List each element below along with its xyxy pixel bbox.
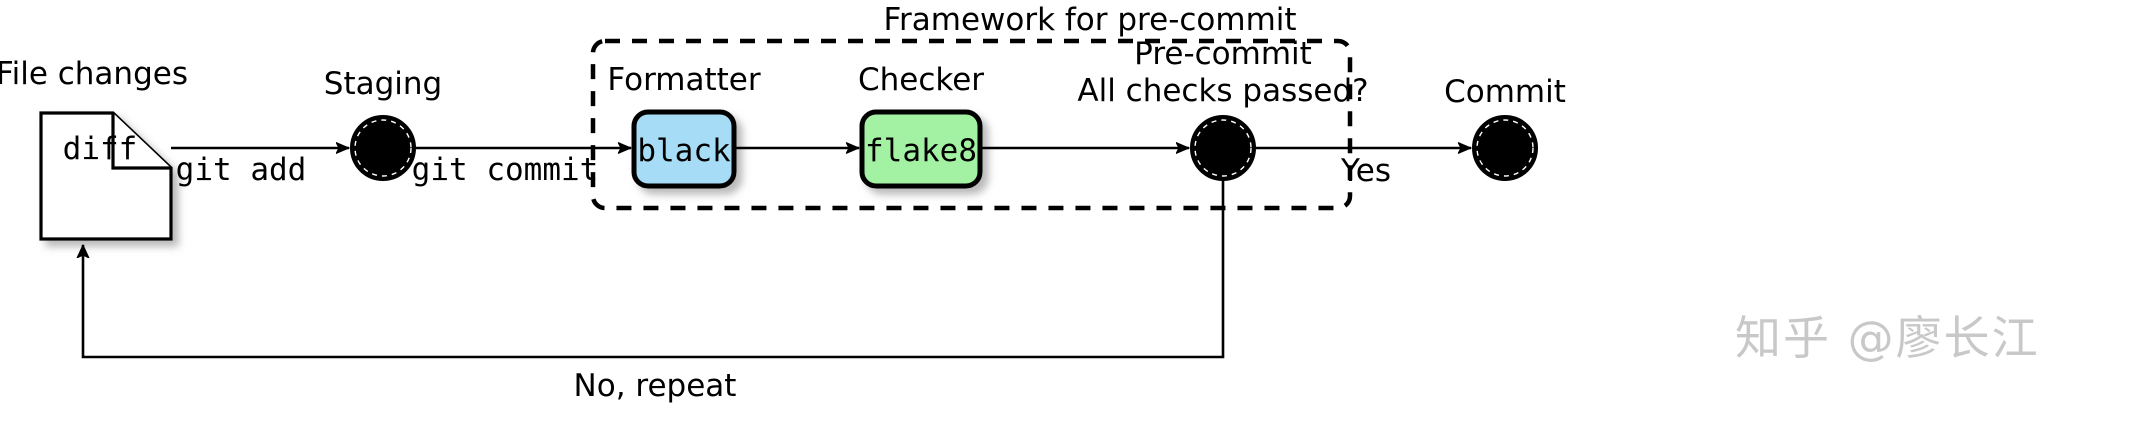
edge-no-repeat-loop (83, 180, 1225, 359)
checker-box-text: flake8 (865, 133, 977, 169)
diff-document-text: diff (62, 131, 138, 167)
precommit-node (1190, 115, 1256, 181)
edge-label-git-add: git add (175, 152, 307, 188)
formatter-box-text: black (637, 133, 731, 169)
edge-label-yes: Yes (1340, 153, 1392, 189)
watermark-text: 知乎 @廖长江 (1735, 311, 2040, 365)
commit-label: Commit (1444, 74, 1566, 110)
checker-label: Checker (857, 62, 985, 98)
commit-node (1472, 115, 1538, 181)
edge-label-no-repeat: No, repeat (573, 368, 737, 404)
file-changes-document (39, 111, 173, 241)
formatter-label: Formatter (607, 62, 761, 98)
framework-group-title: Framework for pre-commit (883, 2, 1297, 38)
framework-dashed-border (590, 38, 1353, 211)
precommit-label-line1: Pre-commit (1134, 36, 1312, 72)
precommit-label-line2: All checks passed? (1077, 73, 1369, 109)
edge-label-git-commit: git commit (411, 152, 599, 188)
staging-label: Staging (323, 66, 443, 102)
file-changes-label: File changes (0, 56, 188, 92)
staging-node (350, 115, 416, 181)
